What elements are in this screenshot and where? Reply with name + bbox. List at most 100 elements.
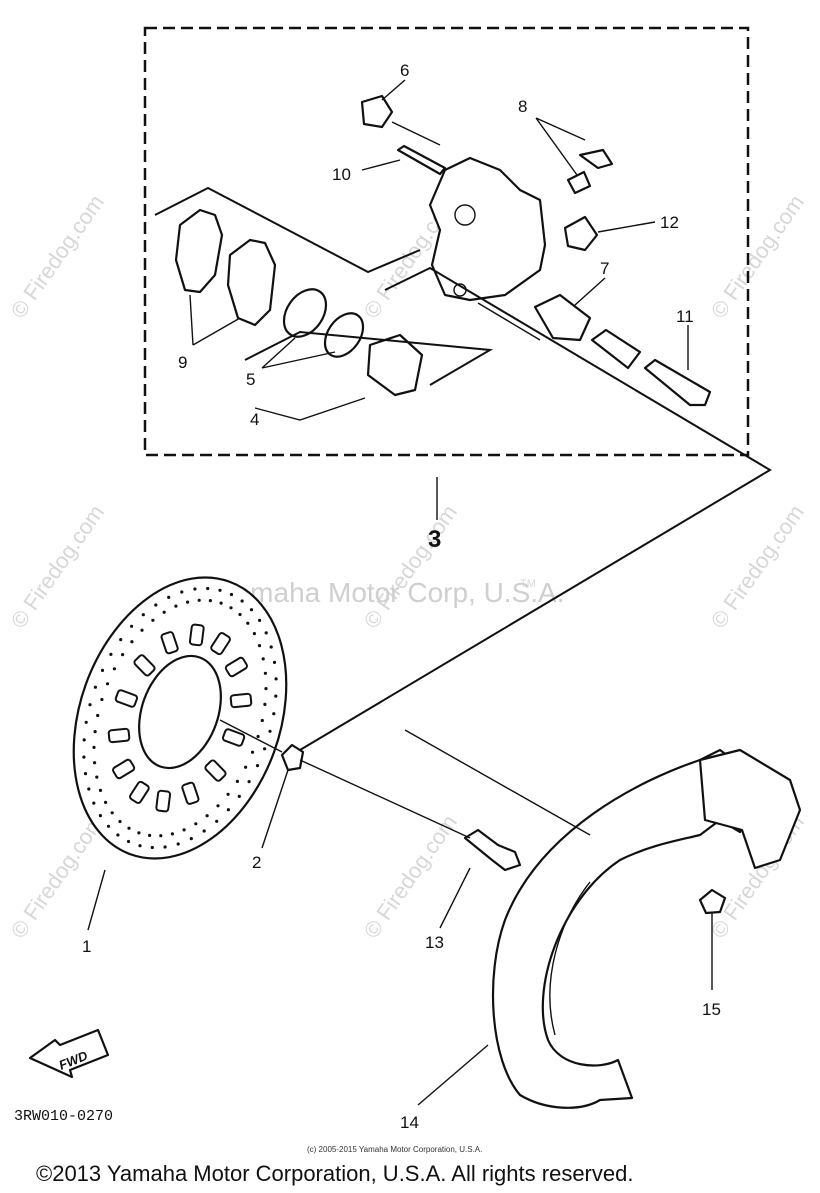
brake-disc-holes — [82, 586, 278, 850]
disc-hole — [193, 587, 197, 591]
caliper-bore — [454, 204, 476, 226]
caliper-assembly — [154, 94, 772, 751]
disc-hole — [186, 600, 190, 604]
disc-hole — [110, 811, 114, 815]
disc-hole — [100, 668, 105, 673]
diagram-code: 3RW010-0270 — [14, 1108, 113, 1125]
caliper-bolt-11 — [643, 358, 712, 407]
leader-disc-bolt — [219, 719, 283, 753]
watermark-mid-bottom: © Firedog.com — [359, 810, 462, 943]
disc-hole — [127, 826, 131, 830]
disc-hole — [263, 747, 267, 751]
disc-guard-14 — [404, 729, 802, 1109]
callout-4: 4 — [250, 410, 259, 429]
disc-hole — [174, 604, 178, 608]
callout-5: 5 — [246, 370, 255, 389]
disc-hole — [118, 819, 122, 824]
disc-hole — [109, 652, 113, 657]
caliper-pin-bolt-10 — [396, 144, 447, 176]
disc-slot — [229, 692, 253, 709]
disc-hole — [274, 677, 278, 681]
small-copyright: (c) 2005-2015 Yamaha Motor Corporation, … — [307, 1145, 482, 1154]
disc-bolt-2 — [280, 743, 305, 772]
brake-pad-inner — [226, 238, 277, 327]
brake-disc-inner — [138, 654, 222, 770]
disc-hole — [130, 624, 134, 628]
leader-9 — [189, 294, 241, 346]
piston-seal-inner — [323, 312, 365, 358]
disc-slot — [107, 727, 131, 744]
disc-hole — [93, 730, 97, 734]
disc-hole — [106, 824, 111, 828]
leader-13 — [439, 867, 471, 929]
disc-hole — [98, 814, 102, 818]
callout-8: 8 — [518, 97, 527, 116]
leader-lower-pins — [477, 302, 541, 341]
disc-hole — [182, 828, 186, 832]
leader-13-guard — [404, 729, 591, 836]
disc-hole — [93, 685, 97, 689]
disc-hole — [159, 834, 163, 838]
dust-boot-12 — [563, 215, 599, 252]
disc-hole — [82, 738, 86, 742]
support-sleeve-7 — [533, 293, 592, 342]
bleed-screw-cap — [578, 148, 614, 170]
leader-6-bolt — [391, 121, 441, 146]
disc-hole — [219, 601, 223, 605]
disc-hole — [180, 590, 184, 594]
disc-hole — [163, 845, 167, 849]
disc-hole — [92, 801, 96, 805]
disc-slot — [204, 759, 227, 782]
disc-hole — [104, 800, 108, 805]
footer-copyright: ©2013 Yamaha Motor Corporation, U.S.A. A… — [36, 1161, 633, 1186]
disc-hole — [167, 595, 171, 600]
disc-hole — [229, 606, 233, 610]
watermark-tm: TM — [520, 578, 536, 590]
disc-hole — [130, 640, 134, 644]
disc-slot — [133, 654, 156, 677]
callout-9: 9 — [178, 353, 187, 372]
fwd-arrow-shape — [28, 1028, 110, 1079]
disc-hole — [170, 832, 174, 836]
callout-11: 11 — [676, 307, 694, 326]
bracket-line-pads — [154, 186, 421, 274]
disc-hole — [252, 632, 256, 636]
disc-hole — [247, 780, 251, 784]
disc-hole — [83, 772, 88, 776]
disc-hole — [150, 845, 154, 850]
disc-hole — [257, 644, 262, 648]
callout-6: 6 — [400, 61, 409, 80]
disc-slot — [114, 689, 139, 708]
disc-hole — [218, 588, 222, 592]
guard-screw-15 — [698, 888, 727, 915]
disc-hole — [98, 788, 103, 793]
disc-hole — [215, 819, 219, 823]
disc-hole — [96, 713, 100, 718]
disc-hole — [95, 775, 99, 779]
disc-hole — [226, 808, 230, 812]
fwd-arrow: FWD — [28, 1028, 110, 1079]
leader-7 — [574, 277, 606, 306]
disc-hole — [194, 822, 198, 826]
callout-14: 14 — [400, 1113, 419, 1132]
disc-slot — [221, 728, 246, 747]
disc-hole — [176, 842, 180, 846]
disc-hole — [100, 697, 104, 702]
bleed-cap — [360, 94, 394, 129]
disc-hole — [140, 628, 144, 632]
disc-hole — [148, 833, 152, 838]
disc-hole — [261, 657, 265, 661]
bleed-screw — [566, 170, 592, 195]
disc-hole — [141, 613, 145, 617]
disc-hole — [264, 687, 268, 691]
disc-slot — [181, 781, 200, 805]
disc-hole — [93, 761, 97, 765]
bracket-line-piston — [244, 330, 494, 386]
disc-hole — [205, 814, 209, 818]
disc-hole — [226, 792, 230, 796]
disc-hole — [119, 638, 123, 642]
disc-hole — [88, 703, 92, 707]
disc-hole — [264, 631, 268, 635]
disc-hole — [154, 603, 158, 607]
bracket-line-caliper — [299, 266, 772, 751]
